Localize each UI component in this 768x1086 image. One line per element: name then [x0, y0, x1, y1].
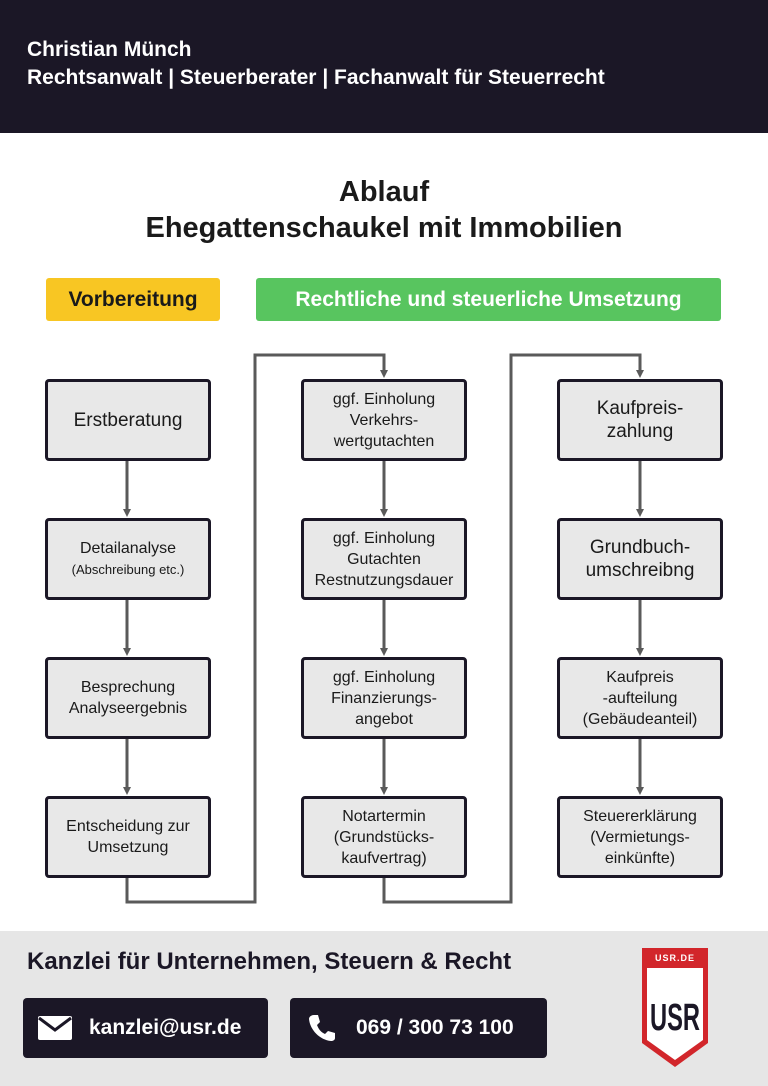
step-detailanalyse-label: Detailanalyse: [79, 540, 177, 557]
step-verkehrswertgutachten: ggf. Einholung Verkehrs- wertgutachten: [301, 379, 467, 461]
email-address: kanzlei@usr.de: [89, 1016, 242, 1039]
usr-logo: USR.DE USR: [642, 948, 708, 1067]
phone-icon: [304, 1013, 340, 1043]
page-subtitle: Ehegattenschaukel mit Immobilien: [145, 212, 623, 244]
envelope-icon: [37, 1013, 73, 1043]
page-title: Ablauf: [338, 176, 430, 208]
step-notartermin: Notartermin (Grundstücks- kaufvertrag): [301, 796, 467, 878]
step-detailanalyse: Detailanalyse (Abschreibung etc.): [45, 518, 211, 600]
step-restnutzungsdauer: ggf. Einholung Gutachten Restnutzungsdau…: [301, 518, 467, 600]
step-besprechung: Besprechung Analyseergebnis: [45, 657, 211, 739]
step-kaufpreisaufteilung: Kaufpreis -aufteilung (Gebäudeanteil): [557, 657, 723, 739]
author-name: Christian Münch: [27, 38, 192, 61]
logo-banner-text: USR.DE: [655, 953, 695, 963]
step-steuererklaerung: Steuererklärung (Vermietungs- einkünfte): [557, 796, 723, 878]
logo-mark-text: USR: [650, 997, 700, 1039]
phone-button[interactable]: 069 / 300 73 100: [290, 998, 547, 1058]
footer: Kanzlei für Unternehmen, Steuern & Recht…: [0, 931, 768, 1086]
author-titles: Rechtsanwalt | Steuerberater | Fachanwal…: [27, 66, 605, 89]
phase-implementation: Rechtliche und steuerliche Umsetzung: [256, 278, 721, 321]
step-entscheidung: Entscheidung zur Umsetzung: [45, 796, 211, 878]
arrow-col2-to-col3: [382, 353, 644, 904]
phase-preparation: Vorbereitung: [46, 278, 220, 321]
footer-tagline: Kanzlei für Unternehmen, Steuern & Recht: [27, 948, 512, 975]
step-detailanalyse-note: (Abschreibung etc.): [71, 562, 185, 577]
phone-number: 069 / 300 73 100: [356, 1016, 514, 1039]
step-erstberatung: Erstberatung: [45, 379, 211, 461]
email-button[interactable]: kanzlei@usr.de: [23, 998, 268, 1058]
step-kaufpreiszahlung: Kaufpreis- zahlung: [557, 379, 723, 461]
header-bar: Christian Münch Rechtsanwalt | Steuerber…: [0, 0, 768, 133]
arrow-col1-to-col2: [125, 353, 388, 904]
step-finanzierungsangebot: ggf. Einholung Finanzierungs- angebot: [301, 657, 467, 739]
step-grundbuchumschreibung: Grundbuch- umschreibng: [557, 518, 723, 600]
